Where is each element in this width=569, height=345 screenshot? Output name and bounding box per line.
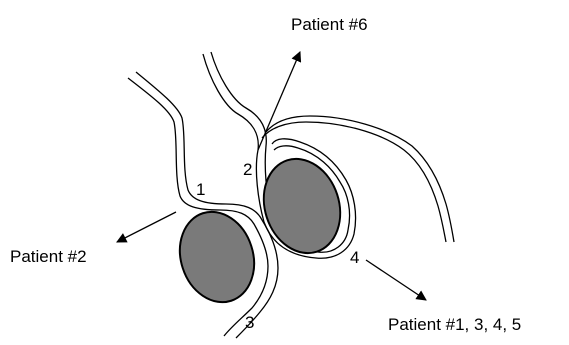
- label-2: 2: [243, 160, 252, 179]
- label-3: 3: [245, 313, 254, 332]
- label-patient-2: Patient #2: [10, 247, 87, 266]
- label-1: 1: [196, 180, 205, 199]
- label-4: 4: [350, 248, 359, 267]
- label-patient-1345: Patient #1, 3, 4, 5: [388, 315, 521, 334]
- left-vessel: [128, 72, 278, 338]
- arrow-patient-2: [117, 212, 176, 242]
- label-patient-6: Patient #6: [291, 15, 368, 34]
- arrow-patient-1345: [366, 260, 426, 300]
- arrow-patient-6: [258, 52, 300, 150]
- left-ellipse: [169, 202, 266, 312]
